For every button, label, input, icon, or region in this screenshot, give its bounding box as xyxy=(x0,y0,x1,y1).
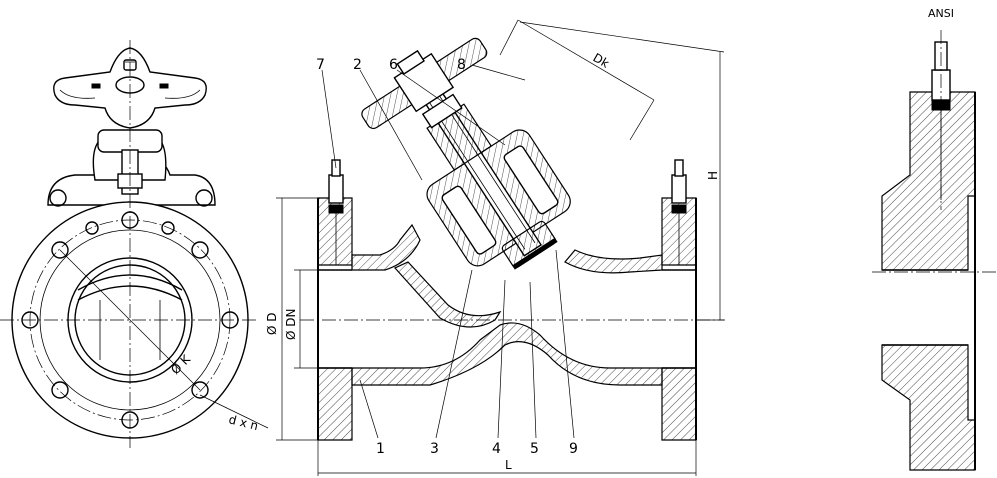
bolt-hole xyxy=(191,381,209,399)
section-right-flange-bottom xyxy=(661,367,697,441)
part-label-6: 6 xyxy=(389,57,398,73)
dim-dk-line xyxy=(517,19,655,101)
bonnet-gland xyxy=(421,93,463,129)
leader-2 xyxy=(359,69,423,181)
bonnet-inner-left xyxy=(441,185,497,255)
section-body-top-left xyxy=(351,223,421,271)
front-indicator-2 xyxy=(159,83,169,89)
dim-d-label: Ø D xyxy=(265,313,279,336)
bolt-hole xyxy=(51,241,69,259)
section-test-point-right xyxy=(671,159,687,265)
test-point-nut xyxy=(671,204,687,214)
front-dxn-leader xyxy=(199,394,269,429)
dim-h-ext-top xyxy=(519,21,725,53)
leader-1 xyxy=(359,379,379,439)
front-indicator xyxy=(91,83,101,89)
section-test-point-left xyxy=(328,159,344,265)
part-label-5: 5 xyxy=(530,441,539,457)
leader-9 xyxy=(555,249,575,439)
ansi-flange-bottom xyxy=(881,344,976,471)
dim-dk-label: Dk xyxy=(591,50,612,70)
section-partition xyxy=(394,261,502,328)
test-point-cap xyxy=(674,159,684,177)
test-point-body xyxy=(328,174,344,204)
section-view: Ø D Ø DN L H Dk 7 2 6 8 1 xyxy=(265,19,725,476)
bolt-hole xyxy=(191,241,209,259)
part-label-3: 3 xyxy=(430,441,439,457)
dim-dk-ext-2 xyxy=(629,99,655,141)
section-body-bottom xyxy=(351,322,663,386)
leader-3 xyxy=(435,269,473,439)
ansi-title: ANSI xyxy=(928,7,954,20)
front-dxn-label: d x n xyxy=(227,412,259,433)
leader-8 xyxy=(471,64,526,81)
section-seal xyxy=(512,237,558,270)
front-k-dimension-line xyxy=(59,249,201,391)
section-bonnet xyxy=(361,37,571,270)
dim-dk-ext-1 xyxy=(499,19,519,56)
part-label-9: 9 xyxy=(569,441,578,457)
bonnet-inner-right xyxy=(503,145,559,215)
section-cap xyxy=(396,49,425,75)
dim-h-label: H xyxy=(706,171,720,180)
part-label-8: 8 xyxy=(457,57,466,73)
part-label-4: 4 xyxy=(492,441,501,457)
front-seat-arc xyxy=(77,274,183,291)
leader-7 xyxy=(321,69,337,169)
ansi-view: ANSI xyxy=(872,7,997,471)
bolt-hole xyxy=(85,221,99,235)
part-label-1: 1 xyxy=(376,441,385,457)
part-leaders xyxy=(321,64,575,439)
test-point-nut xyxy=(328,204,344,214)
bolt-hole xyxy=(51,381,69,399)
front-bolt-left xyxy=(49,189,67,207)
test-point-body xyxy=(671,174,687,204)
front-view: Ø K d x n xyxy=(0,40,269,448)
part-label-7: 7 xyxy=(316,57,325,73)
section-body-top-right xyxy=(564,249,663,274)
part-label-2: 2 xyxy=(353,57,362,73)
leader-6 xyxy=(396,69,506,146)
leader-4 xyxy=(497,279,506,439)
leader-5 xyxy=(529,281,537,439)
bolt-hole xyxy=(161,221,175,235)
dim-dn-label: Ø DN xyxy=(284,309,298,340)
section-left-flange-bottom xyxy=(317,367,353,441)
dim-l-label: L xyxy=(505,458,512,472)
ansi-flange-top xyxy=(881,91,976,271)
front-bolt-right xyxy=(195,189,213,207)
